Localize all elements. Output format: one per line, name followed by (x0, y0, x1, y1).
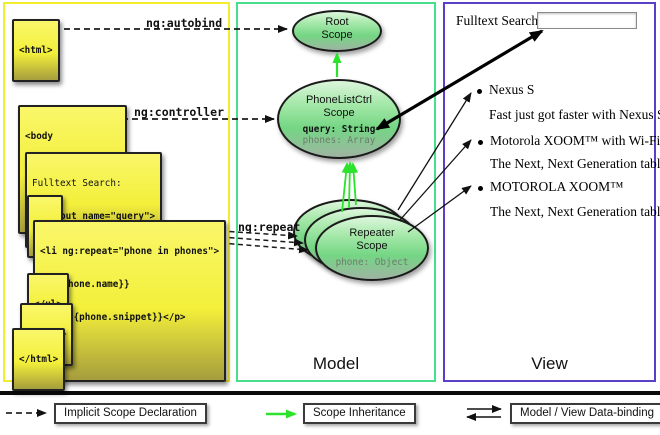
view-item-desc: The Next, Next Generation tablet. (490, 156, 660, 171)
root-scope-ellipse: Root Scope (292, 10, 382, 52)
databinding-arrows-icon (466, 405, 502, 421)
code-line: Fulltext Search: (32, 178, 122, 189)
repeater-scope-ellipse: Repeater Scope phone: Object (315, 215, 429, 281)
bullet-icon (478, 186, 483, 191)
scope-title: PhoneListCtrl (305, 94, 373, 106)
legend-model-view-databinding: Model / View Data-binding (510, 403, 660, 424)
autobind-label: ng:autobind (146, 16, 223, 30)
code-line: <body (25, 131, 53, 142)
view-item-desc: The Next, Next Generation tablet. (490, 204, 660, 219)
scope-title: Scope (323, 107, 355, 119)
controller-label: ng:controller (134, 105, 225, 119)
repeat-label: ng:repeat (238, 220, 301, 234)
legend-implicit-scope-declaration: Implicit Scope Declaration (54, 403, 207, 424)
scope-title: Scope (356, 240, 388, 252)
html-open-tag-box: <html> (12, 19, 60, 82)
model-column: Model (236, 2, 436, 382)
scope-property-phone: phone: Object (335, 257, 409, 268)
view-item-title: Motorola XOOM™ with Wi-Fi (490, 133, 660, 148)
legend-separator-line (0, 391, 660, 395)
scope-property-phones: phones: Array (302, 135, 376, 146)
bullet-icon (478, 140, 483, 145)
code-line: {{phone.name}} (40, 279, 130, 290)
scope-title: Scope (321, 29, 353, 41)
code-line: <li ng:repeat="phone in phones"> (40, 246, 220, 257)
view-column-title: View (531, 354, 568, 373)
code-line: </html> (19, 354, 59, 365)
model-column-title: Model (312, 354, 360, 373)
html-close-tag-box: </html> (12, 328, 66, 391)
fulltext-search-label: Fulltext Search: (456, 13, 542, 28)
scope-property-query: query: String (302, 124, 376, 135)
view-item-desc: Fast just got faster with Nexus S. (489, 107, 660, 122)
phonelistctrl-scope-ellipse: PhoneListCtrl Scope query: String phones… (277, 79, 401, 159)
fulltext-search-input[interactable] (537, 12, 637, 29)
scope-title: Root (325, 16, 349, 28)
code-line: <p>{{phone.snippet}}</p> (40, 312, 186, 323)
code-line: <html> (19, 45, 53, 56)
legend-scope-inheritance: Scope Inheritance (303, 403, 416, 424)
bullet-icon (477, 89, 482, 94)
view-item-title: Nexus S (489, 82, 535, 97)
scope-title: Repeater (349, 227, 395, 239)
view-item-title: MOTOROLA XOOM™ (490, 179, 624, 194)
